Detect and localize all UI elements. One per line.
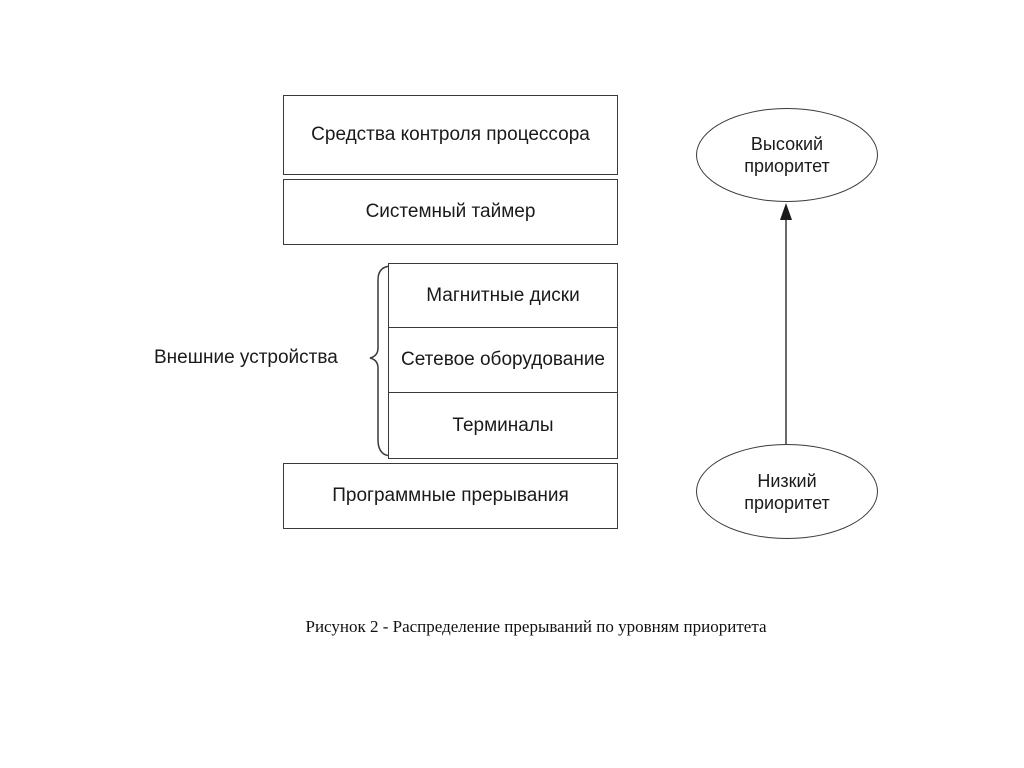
external-devices-label: Внешние устройства (154, 347, 338, 368)
high-priority-line1: Высокий (750, 134, 824, 154)
low-priority-ellipse: Низкий приоритет (696, 444, 878, 539)
low-priority-line1: Низкий (757, 470, 817, 491)
network-equipment-box: Сетевое оборудование (388, 327, 618, 393)
software-interrupts-label: Программные прерывания (332, 485, 569, 506)
low-priority-line2: приоритет (744, 492, 830, 513)
magnetic-disks-box: Магнитные диски (388, 263, 618, 328)
network-equipment-label: Сетевое оборудование (400, 349, 606, 370)
magnetic-disks-label: Магнитные диски (426, 284, 580, 306)
cpu-control-label: Средства контроля процессора (311, 124, 590, 145)
figure-caption: Рисунок 2 - Распределение прерываний по … (305, 617, 767, 636)
system-timer-label: Системный таймер (365, 201, 536, 222)
terminals-label: Терминалы (452, 414, 554, 436)
software-interrupts-box: Программные прерывания (283, 463, 618, 529)
cpu-control-box: Средства контроля процессора (283, 95, 618, 175)
high-priority-line2: приоритет (744, 156, 830, 176)
terminals-box: Терминалы (388, 392, 618, 459)
system-timer-box: Системный таймер (283, 179, 618, 245)
priority-arrow-head (780, 203, 792, 220)
high-priority-ellipse: Высокий приоритет (696, 108, 878, 202)
